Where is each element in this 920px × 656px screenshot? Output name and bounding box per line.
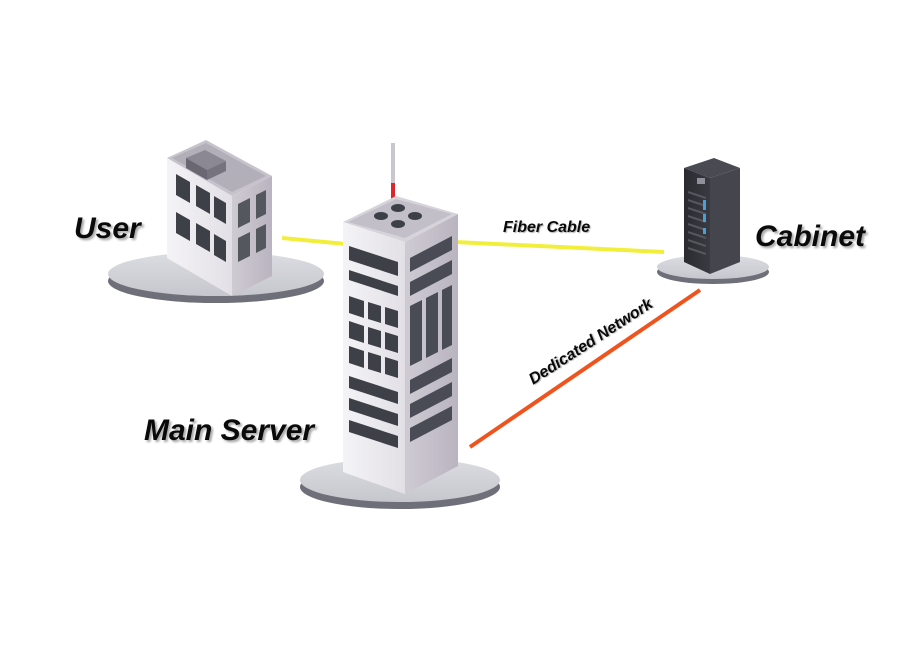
cabinet-rack-icon xyxy=(684,158,740,274)
fiber-cable-label: Fiber Cable xyxy=(503,219,591,236)
cabinet-label: Cabinet xyxy=(755,220,866,253)
fiber-cable-user-link xyxy=(281,236,347,246)
main-server-tower-icon xyxy=(343,143,458,494)
user-label: User xyxy=(74,212,141,245)
dedicated-network-line xyxy=(468,288,702,449)
main-server-label: Main Server xyxy=(144,414,315,447)
fiber-cable-line xyxy=(454,240,665,254)
user-building-icon xyxy=(167,140,272,296)
